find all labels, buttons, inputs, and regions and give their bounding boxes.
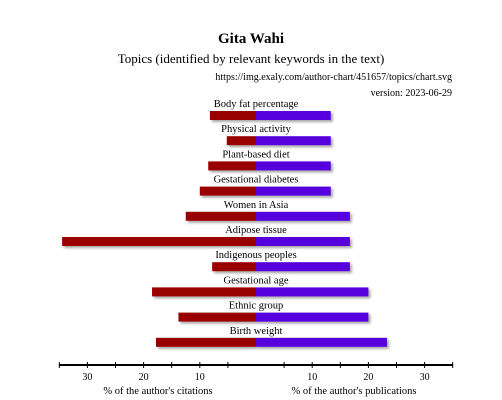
category-label: Plant-based diet — [222, 149, 289, 160]
citations-bar — [212, 262, 256, 272]
citations-bar — [152, 287, 256, 297]
x-axis-label-publications: % of the author's publications — [292, 386, 417, 397]
tick-label: 10 — [307, 372, 317, 383]
publications-bar — [256, 262, 350, 272]
category-label: Ethnic group — [229, 301, 284, 312]
x-axis-label-citations: % of the author's citations — [103, 386, 212, 397]
category-label: Body fat percentage — [214, 99, 299, 110]
citations-bar — [199, 186, 256, 196]
tick-label: 20 — [139, 372, 149, 383]
citations-bar — [208, 161, 256, 171]
category-label: Gestational diabetes — [214, 175, 299, 186]
chart-title: Gita Wahi — [218, 31, 284, 47]
publications-bar — [256, 237, 350, 246]
publications-bar — [256, 136, 331, 146]
citations-bar — [155, 337, 256, 347]
publications-bar — [256, 186, 331, 196]
citations-bar — [185, 211, 256, 221]
citations-bar — [62, 237, 256, 246]
publications-bar — [256, 287, 369, 297]
tick-label: 30 — [82, 372, 92, 383]
chart-version: version: 2023-06-29 — [370, 88, 452, 99]
publications-bar — [256, 211, 350, 221]
tick-label: 10 — [195, 372, 205, 383]
chart-source-url: https://img.exaly.com/author-chart/45165… — [215, 72, 452, 83]
publications-bar — [256, 161, 331, 171]
citations-bar — [209, 111, 256, 120]
category-label: Gestational age — [223, 275, 288, 286]
tick-label: 30 — [420, 372, 430, 383]
category-label: Physical activity — [221, 124, 291, 135]
citations-bar — [226, 136, 256, 146]
publications-bar — [256, 312, 369, 322]
chart-subtitle: Topics (identified by relevant keywords … — [117, 51, 385, 66]
category-label: Adipose tissue — [225, 225, 287, 236]
publications-bar — [256, 337, 387, 347]
publications-bar — [256, 111, 331, 120]
category-label: Birth weight — [230, 326, 283, 337]
tick-label: 20 — [363, 372, 373, 383]
category-label: Indigenous peoples — [215, 250, 296, 261]
citations-bar — [178, 312, 256, 322]
category-label: Women in Asia — [224, 200, 289, 211]
